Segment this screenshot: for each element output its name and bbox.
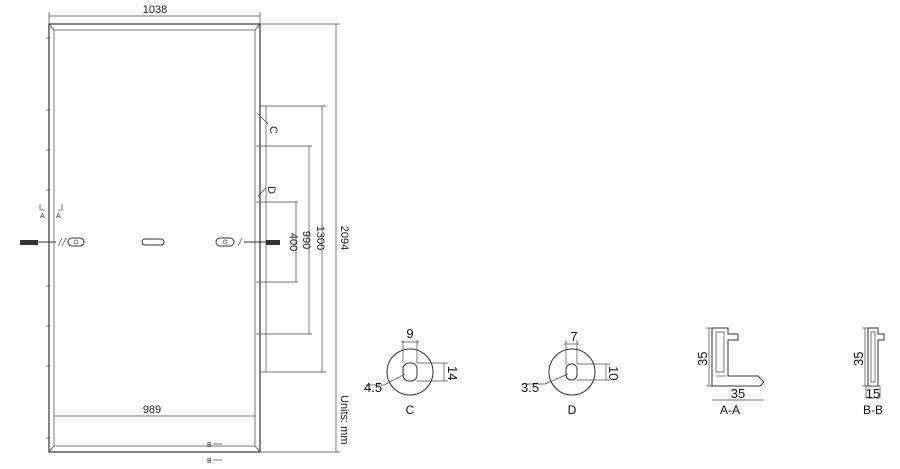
section-a-left-marker: A: [40, 213, 45, 220]
detail-c-height: 14: [445, 366, 460, 380]
inner-width-dimension: 989: [143, 404, 161, 416]
detail-c-hole-diameter: 4.5: [364, 380, 382, 395]
detail-c-title: C: [406, 403, 415, 417]
section-aa-title: A-A: [720, 403, 740, 417]
cable-left: [20, 237, 85, 247]
detail-c-marker: C: [267, 126, 279, 134]
module-frame: [48, 23, 261, 453]
section-aa: 35 35 A-A: [695, 327, 765, 417]
detail-d-height: 10: [606, 366, 621, 380]
front-view: 1038: [20, 4, 350, 465]
width-dimension: 1038: [143, 4, 167, 16]
junction-box: [141, 238, 165, 246]
detail-d-marker: D: [265, 186, 277, 194]
detail-d: 7 10 3.5 D: [521, 329, 621, 417]
section-aa-height: 35: [695, 352, 710, 366]
section-bb: 35 15 B-B: [851, 327, 885, 417]
section-bb-width: 15: [866, 386, 880, 401]
detail-c: 9 14 4.5 C: [364, 326, 460, 417]
dim-400: 400: [287, 233, 299, 251]
cable-right: [215, 237, 280, 247]
detail-d-title: D: [568, 403, 577, 417]
detail-c-width: 9: [406, 326, 413, 341]
section-bb-title: B-B: [863, 403, 883, 417]
section-b-bottom-marker: B: [207, 458, 212, 465]
detail-d-hole-diameter: 3.5: [521, 380, 539, 395]
section-bb-height: 35: [851, 352, 866, 366]
section-a-right-marker: A: [56, 213, 61, 220]
dim-990: 990: [300, 231, 312, 249]
section-b-top-marker: B: [207, 442, 212, 449]
units-note: Units: mm: [338, 395, 350, 445]
section-aa-width: 35: [731, 386, 745, 401]
height-dimension: 2094: [338, 226, 350, 250]
detail-d-width: 7: [570, 329, 577, 344]
dim-1300: 1300: [314, 226, 326, 250]
